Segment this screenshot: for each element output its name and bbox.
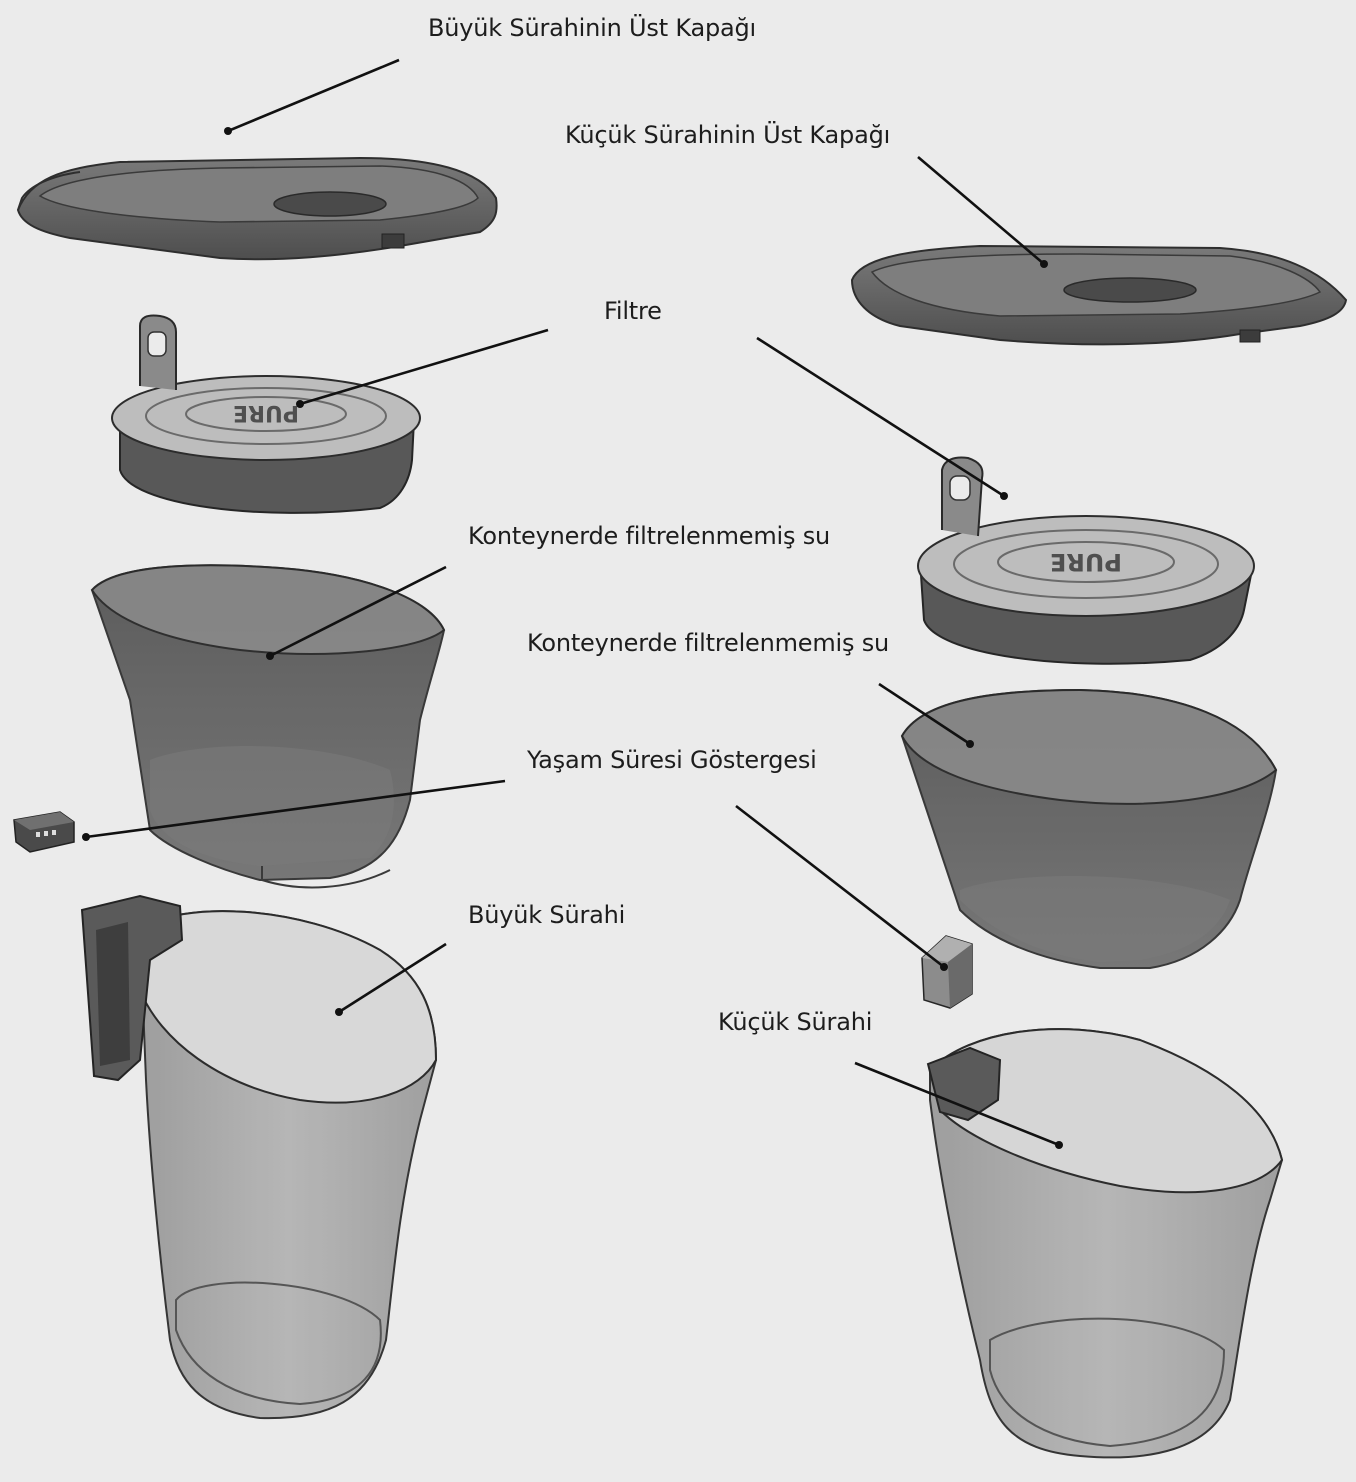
small-pitcher — [926, 1028, 1284, 1459]
label-large-pitcher: Büyük Sürahi — [468, 901, 626, 929]
right-life-indicator — [921, 935, 973, 1009]
leader-dot-large-lid — [224, 127, 232, 135]
small-lid — [850, 244, 1348, 346]
right-container — [900, 688, 1278, 969]
label-filter: Filtre — [604, 297, 662, 325]
label-indicator: Yaşam Süresi Göstergesi — [527, 746, 817, 774]
filter-brand-right: PURE — [1050, 548, 1122, 576]
left-filter: PURE — [111, 314, 421, 514]
leader-lines — [82, 58, 1063, 1149]
leader-large-pitcher — [338, 942, 447, 1014]
leader-dot-large-pitcher — [335, 1008, 343, 1016]
leader-filter-right — [756, 336, 1005, 498]
leader-dot-indicator-left — [82, 833, 90, 841]
leader-container-right — [878, 682, 971, 746]
leader-indicator-right — [735, 804, 945, 969]
leader-dot-small-pitcher — [1055, 1141, 1063, 1149]
label-small-lid: Küçük Sürahinin Üst Kapağı — [565, 121, 891, 149]
leader-dot-small-lid — [1040, 260, 1048, 268]
left-life-indicator — [13, 811, 75, 853]
leader-dot-container-left — [266, 652, 274, 660]
leader-dot-filter-right — [1000, 492, 1008, 500]
leader-dot-filter-left — [296, 400, 304, 408]
large-pitcher — [80, 894, 438, 1420]
leader-filter-left — [299, 328, 549, 406]
leader-small-lid — [917, 156, 1045, 265]
label-small-pitcher: Küçük Sürahi — [718, 1008, 873, 1036]
label-large-lid: Büyük Sürahinin Üst Kapağı — [428, 14, 757, 42]
leader-dot-indicator-right — [940, 963, 948, 971]
left-container — [90, 564, 446, 889]
large-lid — [16, 156, 498, 261]
leader-indicator-left — [85, 779, 506, 839]
leader-dot-container-right — [966, 740, 974, 748]
leader-large-lid — [227, 58, 400, 133]
label-container-right: Konteynerde filtrelenmemiş su — [527, 629, 890, 657]
label-container-left: Konteynerde filtrelenmemiş su — [468, 522, 831, 550]
leader-small-pitcher — [854, 1061, 1060, 1147]
leader-container-left — [269, 565, 447, 658]
right-filter: PURE — [917, 456, 1255, 665]
filter-brand-left: PURE — [233, 400, 299, 425]
